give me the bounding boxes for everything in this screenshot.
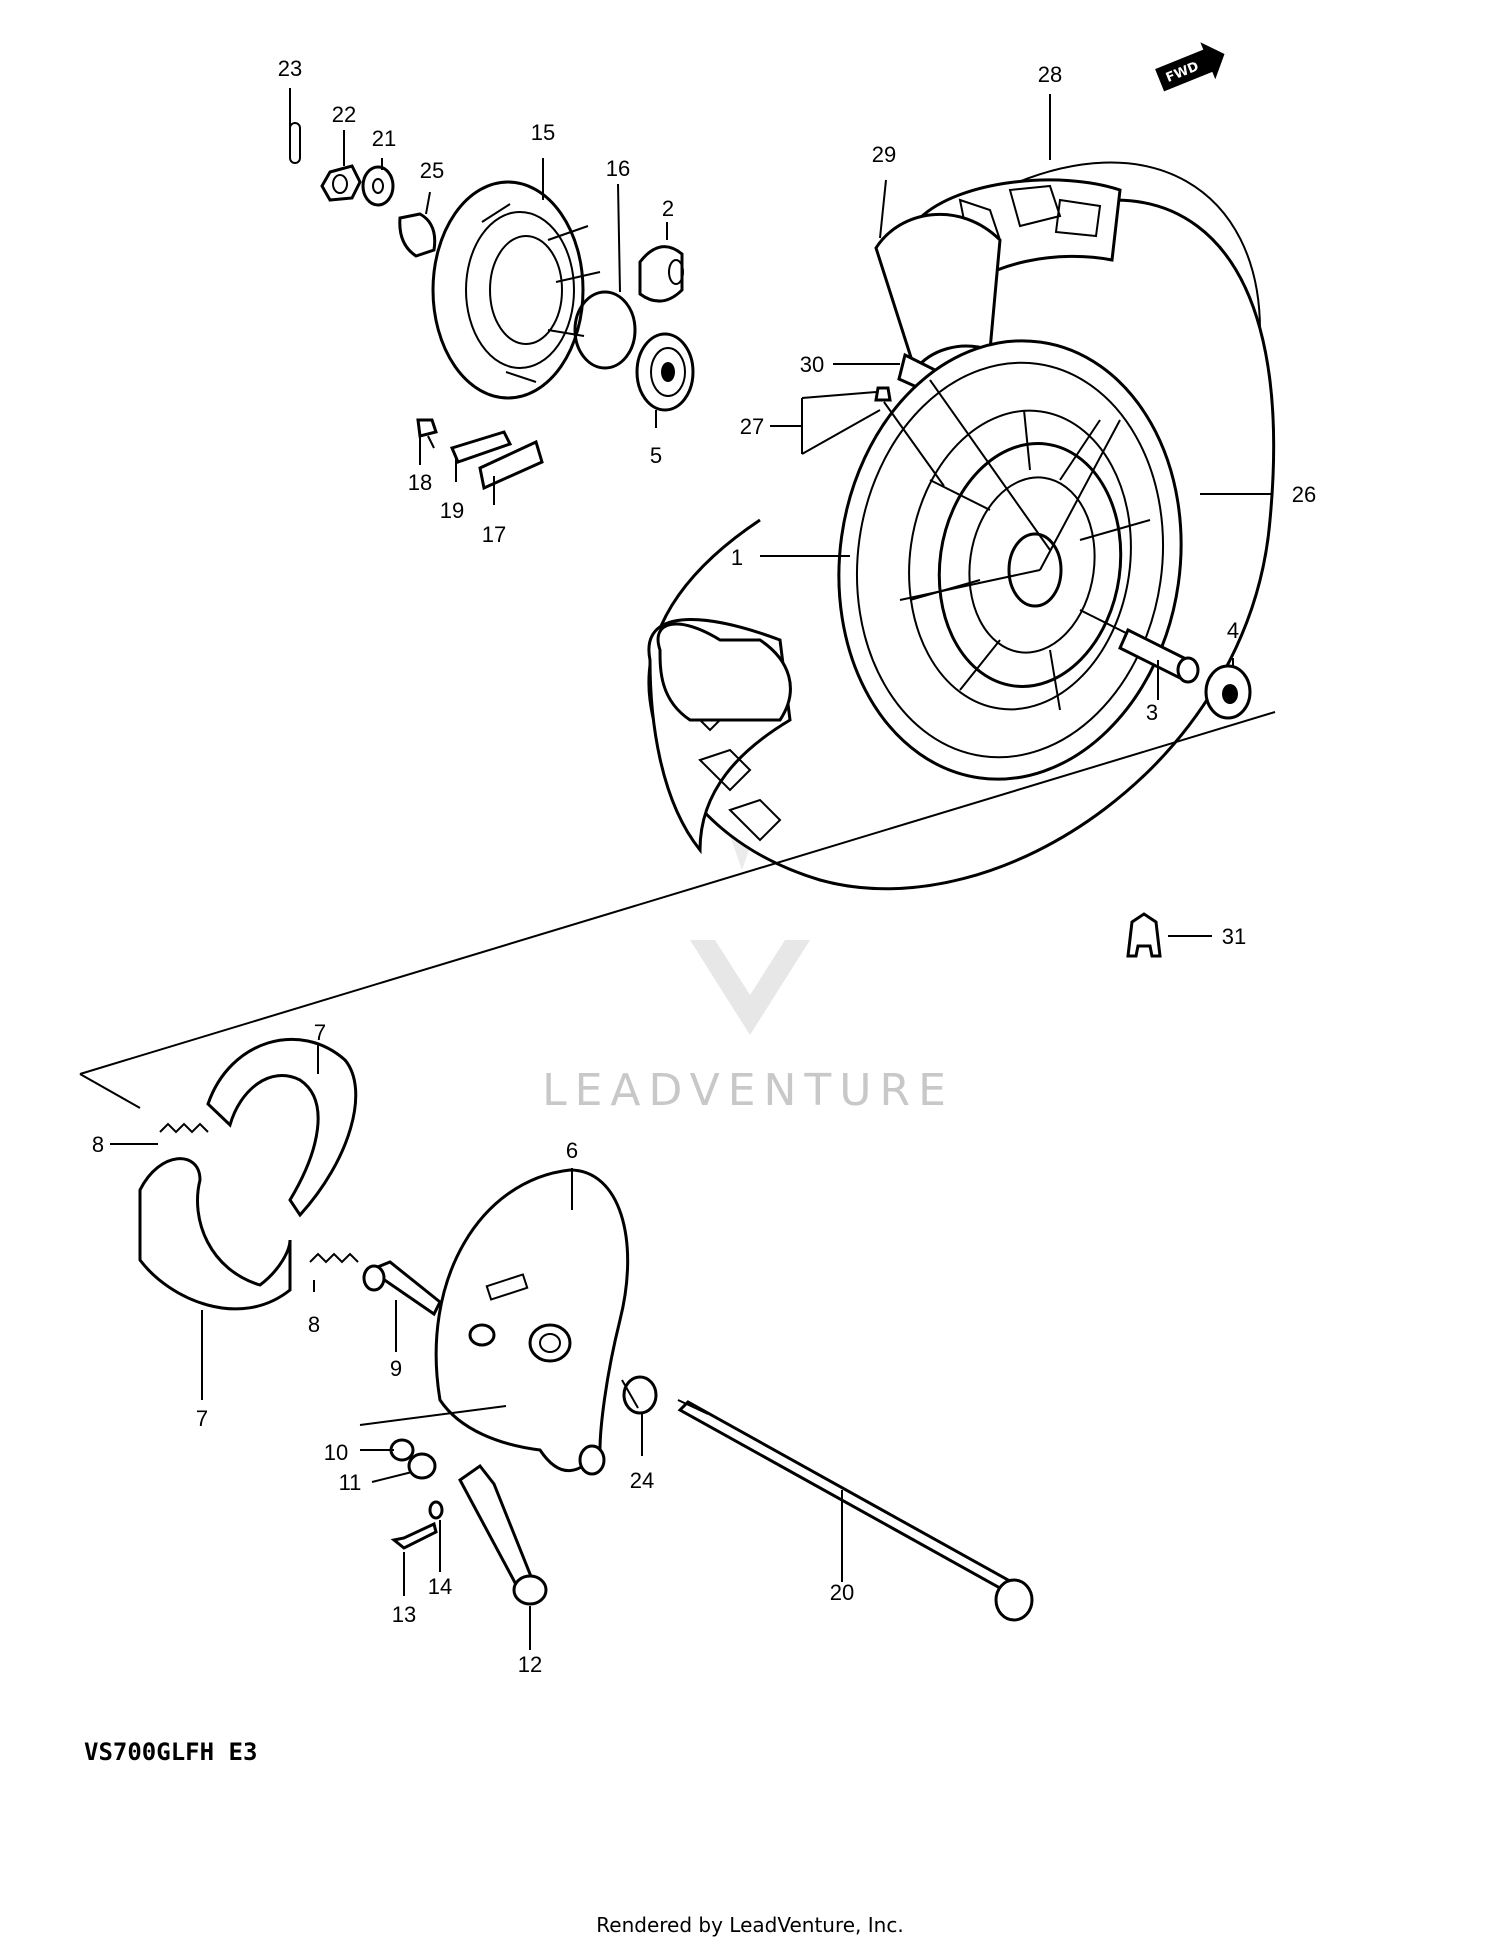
callout-2: 2 bbox=[662, 196, 674, 221]
callout-7-upper: 7 bbox=[314, 1020, 326, 1045]
lever-bolt bbox=[390, 1521, 438, 1550]
lock-washer-plate bbox=[449, 430, 513, 464]
callout-4: 4 bbox=[1227, 618, 1239, 643]
sprocket-drum-flange bbox=[431, 180, 601, 400]
callout-17: 17 bbox=[482, 522, 506, 547]
callout-26: 26 bbox=[1292, 482, 1316, 507]
valve-and-spoke-nipple bbox=[874, 386, 945, 487]
balance-weight bbox=[1126, 912, 1162, 958]
callout-8-right: 8 bbox=[308, 1312, 320, 1337]
cotter-pin bbox=[289, 122, 301, 164]
leader-lines bbox=[110, 88, 1272, 1650]
damper-pad bbox=[478, 439, 544, 491]
projection-line-lower bbox=[79, 1073, 141, 1109]
washer-lower bbox=[407, 1452, 437, 1480]
bolt-small bbox=[416, 418, 438, 449]
fwd-arrow-icon: FWD bbox=[1155, 42, 1225, 92]
callout-7-lower: 7 bbox=[196, 1406, 208, 1431]
brake-shoe-upper bbox=[206, 1037, 358, 1218]
ring-seal bbox=[389, 1438, 415, 1462]
model-code: VS700GLFH E3 bbox=[84, 1738, 257, 1766]
callout-27: 27 bbox=[740, 414, 764, 439]
axle-spacer bbox=[1118, 627, 1200, 684]
callout-19: 19 bbox=[440, 498, 464, 523]
spring-lower bbox=[309, 1252, 359, 1264]
axle-collar bbox=[621, 1375, 658, 1415]
spring-upper bbox=[159, 1122, 209, 1134]
brake-shoe-lower bbox=[138, 1157, 292, 1311]
callout-30: 30 bbox=[800, 352, 824, 377]
spacer-collar bbox=[1204, 664, 1252, 720]
brake-cam-lever bbox=[458, 1463, 548, 1606]
bearing bbox=[635, 332, 695, 412]
callout-8-left: 8 bbox=[92, 1132, 104, 1157]
callout-25: 25 bbox=[420, 158, 444, 183]
callout-12: 12 bbox=[518, 1652, 542, 1677]
callout-labels: 1 2 3 4 5 6 7 7 8 8 9 10 11 12 13 14 15 … bbox=[92, 56, 1316, 1677]
inner-tube bbox=[874, 212, 1002, 400]
callout-14: 14 bbox=[428, 1574, 452, 1599]
dust-seal bbox=[638, 245, 684, 303]
callout-20: 20 bbox=[830, 1580, 854, 1605]
footer-credit: Rendered by LeadVenture, Inc. bbox=[596, 1913, 903, 1937]
callout-29: 29 bbox=[872, 142, 896, 167]
callout-23: 23 bbox=[278, 56, 302, 81]
callout-31: 31 bbox=[1222, 924, 1246, 949]
watermark-text: LEADVENTURE bbox=[542, 1065, 954, 1116]
callout-9: 9 bbox=[390, 1356, 402, 1381]
washer bbox=[361, 165, 395, 207]
callout-15: 15 bbox=[531, 120, 555, 145]
rear-axle bbox=[677, 1399, 1034, 1622]
rim-band bbox=[656, 622, 792, 722]
callout-3: 3 bbox=[1146, 700, 1158, 725]
o-ring bbox=[573, 290, 637, 370]
spring-washer bbox=[428, 1500, 444, 1520]
callout-16: 16 bbox=[606, 156, 630, 181]
callout-21: 21 bbox=[372, 126, 396, 151]
callout-18: 18 bbox=[408, 470, 432, 495]
callout-28: 28 bbox=[1038, 62, 1062, 87]
projection-line-upper bbox=[79, 711, 1276, 1075]
callout-13: 13 bbox=[392, 1602, 416, 1627]
callout-22: 22 bbox=[332, 102, 356, 127]
callout-1: 1 bbox=[731, 545, 743, 570]
callout-5: 5 bbox=[650, 443, 662, 468]
callout-6: 6 bbox=[566, 1138, 578, 1163]
castle-nut bbox=[320, 164, 362, 202]
cam-shaft bbox=[362, 1260, 442, 1317]
spacer-sleeve bbox=[398, 212, 437, 258]
callout-11: 11 bbox=[339, 1470, 362, 1495]
callout-24: 24 bbox=[630, 1468, 654, 1493]
callout-10: 10 bbox=[324, 1440, 348, 1465]
wheel-rim-and-spokes bbox=[837, 339, 1183, 781]
brake-panel bbox=[434, 1168, 630, 1476]
